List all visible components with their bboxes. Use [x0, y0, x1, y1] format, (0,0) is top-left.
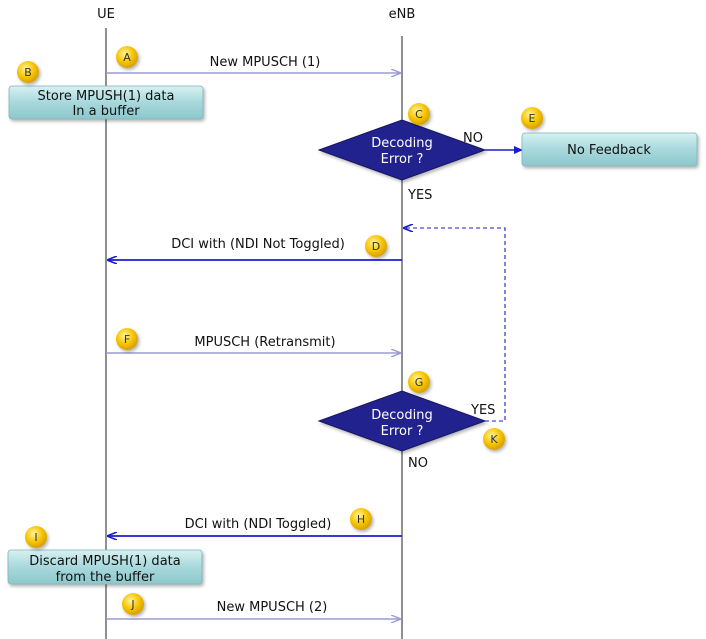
no-feedback-box: [521, 132, 698, 167]
store-buffer-line2: In a buffer: [72, 104, 140, 119]
discard-buffer-line1: Discard MPUSH(1) data: [29, 554, 180, 569]
mpusch-retransmit-label: MPUSCH (Retransmit): [194, 335, 335, 350]
decision-1-line1: Decoding: [371, 136, 432, 151]
badge-b: B: [17, 61, 39, 83]
retransmit-loop-dashed: [404, 228, 506, 422]
badge-i: I: [25, 526, 47, 548]
badge-g: G: [408, 371, 430, 393]
no-feedback-label: No Feedback: [567, 143, 651, 158]
store-buffer-box: [8, 85, 204, 120]
svg-text:E: E: [529, 112, 536, 125]
svg-text:A: A: [123, 51, 131, 64]
badge-d: D: [365, 235, 387, 257]
svg-text:K: K: [490, 433, 498, 446]
dci-toggled-label: DCI with (NDI Toggled): [185, 517, 332, 532]
decision-1-line2: Error ?: [381, 152, 424, 167]
svg-text:G: G: [415, 376, 424, 389]
enb-lifeline-label: eNB: [389, 7, 416, 22]
svg-text:J: J: [130, 598, 134, 611]
svg-text:I: I: [34, 531, 37, 544]
badge-e: E: [521, 107, 543, 129]
decision-2-yes-label: YES: [470, 403, 495, 418]
store-buffer-line1: Store MPUSH(1) data: [38, 89, 175, 104]
svg-text:F: F: [124, 333, 130, 346]
badge-h: H: [350, 508, 372, 530]
badge-f: F: [116, 328, 138, 350]
badge-j: J: [122, 593, 144, 615]
svg-text:B: B: [24, 66, 32, 79]
dci-not-toggled-label: DCI with (NDI Not Toggled): [171, 237, 345, 252]
new-mpusch-2-label: New MPUSCH (2): [217, 600, 328, 615]
discard-buffer-box: [7, 549, 203, 585]
svg-text:H: H: [357, 513, 365, 526]
decision-2-no-label: NO: [408, 456, 428, 471]
decision-2-line1: Decoding: [371, 408, 432, 423]
badge-a: A: [116, 46, 138, 68]
svg-text:C: C: [415, 108, 423, 121]
decision-2-line2: Error ?: [381, 424, 424, 439]
decoding-error-diamond-2: [317, 390, 487, 452]
discard-buffer-line2: from the buffer: [56, 570, 155, 585]
badge-c: C: [408, 103, 430, 125]
badge-k: K: [483, 428, 505, 450]
new-mpusch-1-label: New MPUSCH (1): [210, 55, 321, 70]
svg-text:D: D: [372, 240, 380, 253]
ue-lifeline-label: UE: [97, 7, 115, 22]
decision-1-yes-label: YES: [407, 188, 432, 203]
decision-1-no-label: NO: [463, 131, 483, 146]
